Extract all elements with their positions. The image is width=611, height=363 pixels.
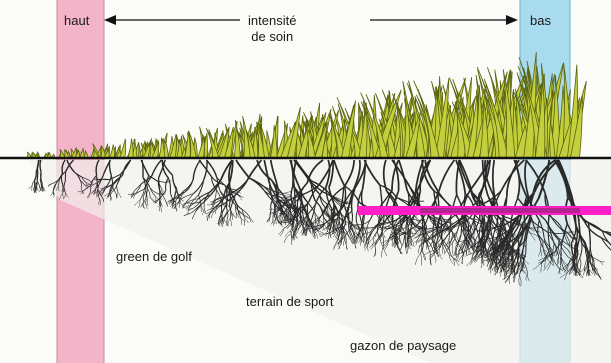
- intensity-label: intensité de soin: [248, 13, 296, 45]
- sports-field-label: terrain de sport: [246, 295, 333, 308]
- intensity-label-line2: de soin: [248, 29, 296, 45]
- high-label: haut: [64, 14, 89, 27]
- intensity-label-line1: intensité: [248, 13, 296, 29]
- highlight-bar-noise: [420, 208, 580, 213]
- landscape-lawn-label: gazon de paysage: [350, 339, 456, 352]
- root-strand: [37, 172, 38, 181]
- low-label: bas: [530, 14, 551, 27]
- golf-green-label: green de golf: [116, 250, 192, 263]
- root-strand: [65, 171, 66, 181]
